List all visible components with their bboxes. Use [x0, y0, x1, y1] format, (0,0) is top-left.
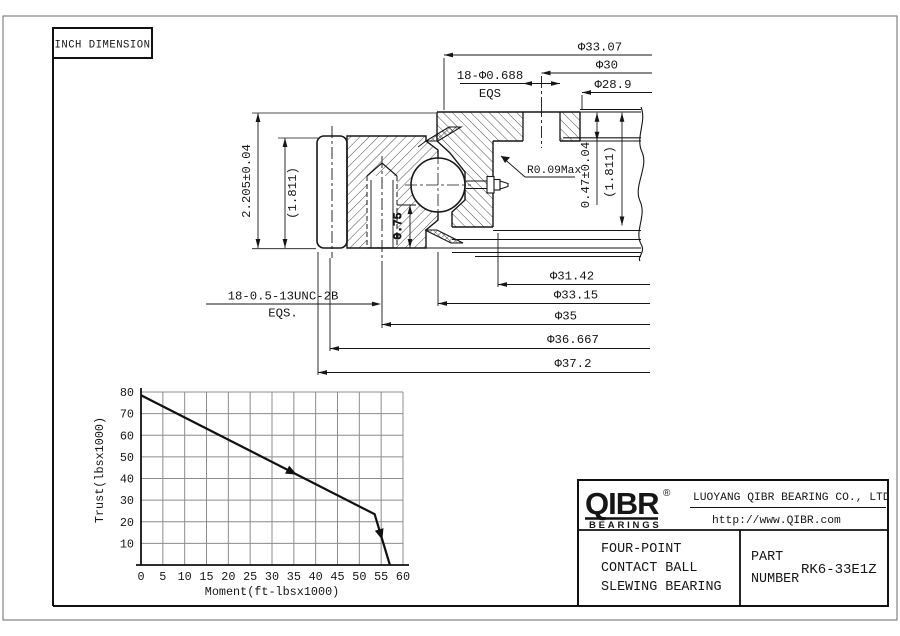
bearing-cross-section: 0.75: [316, 105, 645, 262]
x-tick-label: 55: [374, 570, 388, 584]
dim-flange-height: 0.47±0.04: [579, 142, 593, 208]
grease-fitting: [466, 175, 509, 194]
dim-28-9: Φ28.9: [595, 78, 632, 92]
company-name: LUOYANG QIBR BEARING CO., LTD: [693, 492, 890, 504]
x-tick-label: 35: [287, 570, 301, 584]
x-tick-label: 50: [352, 570, 366, 584]
x-tick-label: 30: [265, 570, 279, 584]
x-tick-label: 40: [309, 570, 323, 584]
break-line: [637, 106, 645, 262]
dim-thread-eqs: EQS.: [268, 307, 298, 321]
partial-view-lines: [426, 106, 645, 262]
dim-35: Φ35: [555, 310, 577, 324]
dim-total-height: 2.205±0.04: [240, 144, 254, 218]
y-tick-label: 30: [120, 494, 134, 508]
dim-37-2: Φ37.2: [555, 357, 592, 371]
product-line-3: SLEWING BEARING: [601, 580, 722, 595]
y-tick-label: 80: [120, 386, 134, 400]
dim-outer-ring-height: (1.811): [603, 146, 617, 198]
dim-raceway-radius: R0.09Max: [527, 165, 581, 177]
product-line-1: FOUR-POINT: [601, 542, 681, 557]
y-tick-label: 40: [120, 473, 134, 487]
dim-31-42: Φ31.42: [550, 270, 594, 284]
registered-mark: ®: [663, 488, 671, 499]
dim-inner-ring-height: (1.811): [286, 167, 300, 219]
x-tick-label: 25: [243, 570, 257, 584]
company-logo: QIBR ® BEARINGS: [585, 486, 671, 531]
thread-depth-label: 0.75: [393, 212, 405, 239]
chart-x-axis-title: Moment(ft-lbsx1000): [205, 585, 340, 599]
load-curve: [140, 394, 391, 566]
logo-text: QIBR: [585, 486, 659, 521]
upper-seal: [417, 126, 463, 148]
dim-thread-callout: 18-0.5-13UNC-2B: [228, 290, 339, 304]
product-title: FOUR-POINT CONTACT BALL SLEWING BEARING: [601, 542, 722, 595]
y-tick-label: 60: [120, 429, 134, 443]
curve-direction-marker: [374, 528, 384, 541]
x-tick-label: 45: [330, 570, 344, 584]
x-tick-label: 0: [137, 570, 144, 584]
product-line-2: CONTACT BALL: [601, 561, 697, 576]
chart-plot-area: 0 5 10 15 20 25 30 35 40 45 50 55 60 10 20 30 40 50 60 70 80: [120, 386, 410, 584]
part-number-cell: PART NUMBER RK6-33E1Z: [751, 550, 877, 587]
x-tick-label: 15: [199, 570, 213, 584]
dimensions: [206, 52, 652, 375]
dim-od-33-07: Φ33.07: [578, 41, 622, 55]
load-chart: 0 5 10 15 20 25 30 35 40 45 50 55 60 10 20 30 40 50 60 70 80…: [93, 386, 410, 599]
x-tick-label: 60: [396, 570, 410, 584]
part-label: PART: [751, 550, 783, 565]
y-tick-label: 70: [120, 408, 134, 422]
y-tick-label: 20: [120, 516, 134, 530]
chart-y-axis-title: Trust(lbsx1000): [93, 417, 107, 523]
dim-mount-holes-eqs: EQS: [479, 87, 501, 101]
lower-seal: [424, 229, 464, 244]
inch-dimension-stamp: INCH DIMENSION: [52, 27, 153, 59]
dim-mount-holes: 18-Φ0.688: [457, 69, 523, 83]
title-block: QIBR ® BEARINGS LUOYANG QIBR BEARING CO.…: [577, 479, 890, 607]
curve-direction-marker: [285, 465, 297, 475]
dim-36-667: Φ36.667: [547, 333, 599, 347]
x-tick-label: 5: [159, 570, 166, 584]
tapped-hole: [366, 156, 398, 262]
inch-dimension-label: INCH DIMENSION: [54, 40, 150, 52]
dim-bcd-30: Φ30: [596, 59, 618, 73]
x-tick-label: 20: [221, 570, 235, 584]
logo-subtext: BEARINGS: [589, 520, 662, 531]
dimension-labels: Φ33.07 Φ30 Φ28.9 18-Φ0.688 EQS 2.205±0.0…: [228, 41, 632, 372]
y-tick-label: 50: [120, 451, 134, 465]
y-tick-label: 10: [120, 537, 134, 551]
dim-33-15: Φ33.15: [554, 289, 598, 303]
company-website: http://www.QIBR.com: [712, 515, 841, 527]
thread-depth-dim: [397, 204, 416, 248]
number-label: NUMBER: [751, 572, 799, 587]
part-number-value: RK6-33E1Z: [801, 562, 877, 578]
x-tick-label: 10: [178, 570, 192, 584]
